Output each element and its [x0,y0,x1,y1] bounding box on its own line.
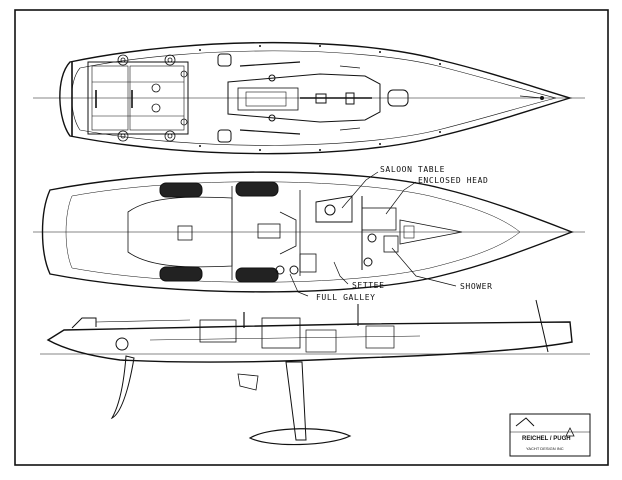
title-block [509,413,591,457]
side-profile-view [40,299,590,446]
callout-saloon-table: SALOON TABLE [380,165,445,174]
saloon-table [315,195,353,223]
shower-stall [383,235,399,253]
callout-settee: SETTEE [352,281,385,290]
designer-subtitle: YACHT DESIGN INC [526,446,564,451]
coachroof [227,73,381,123]
interior-layout-view [33,171,585,293]
callout-shower: SHOWER [460,282,493,291]
rudder [110,355,135,420]
galley [299,253,317,273]
designer-logo: REICHEL / PUGH [522,436,571,442]
winch-group [117,54,188,142]
keel-bulb [248,428,352,446]
cockpit-area [87,61,189,135]
quarter-berths [159,181,279,283]
hatch [387,89,409,107]
deck-hull-outline [59,41,573,155]
drawing-border [14,9,609,466]
callout-full-galley: FULL GALLEY [316,293,376,302]
hatch [217,53,232,67]
hatch [217,129,232,143]
interior-inner-line [65,181,521,283]
callout-enclosed-head: ENCLOSED HEAD [418,176,489,185]
enclosed-head [361,207,397,231]
keel-fin [285,361,307,441]
callout-leaders [289,171,457,297]
profile-hull [46,321,573,363]
deck-inner-toerail [71,50,557,146]
interior-hull-outline [41,171,574,293]
deck-plan-view [33,41,585,155]
